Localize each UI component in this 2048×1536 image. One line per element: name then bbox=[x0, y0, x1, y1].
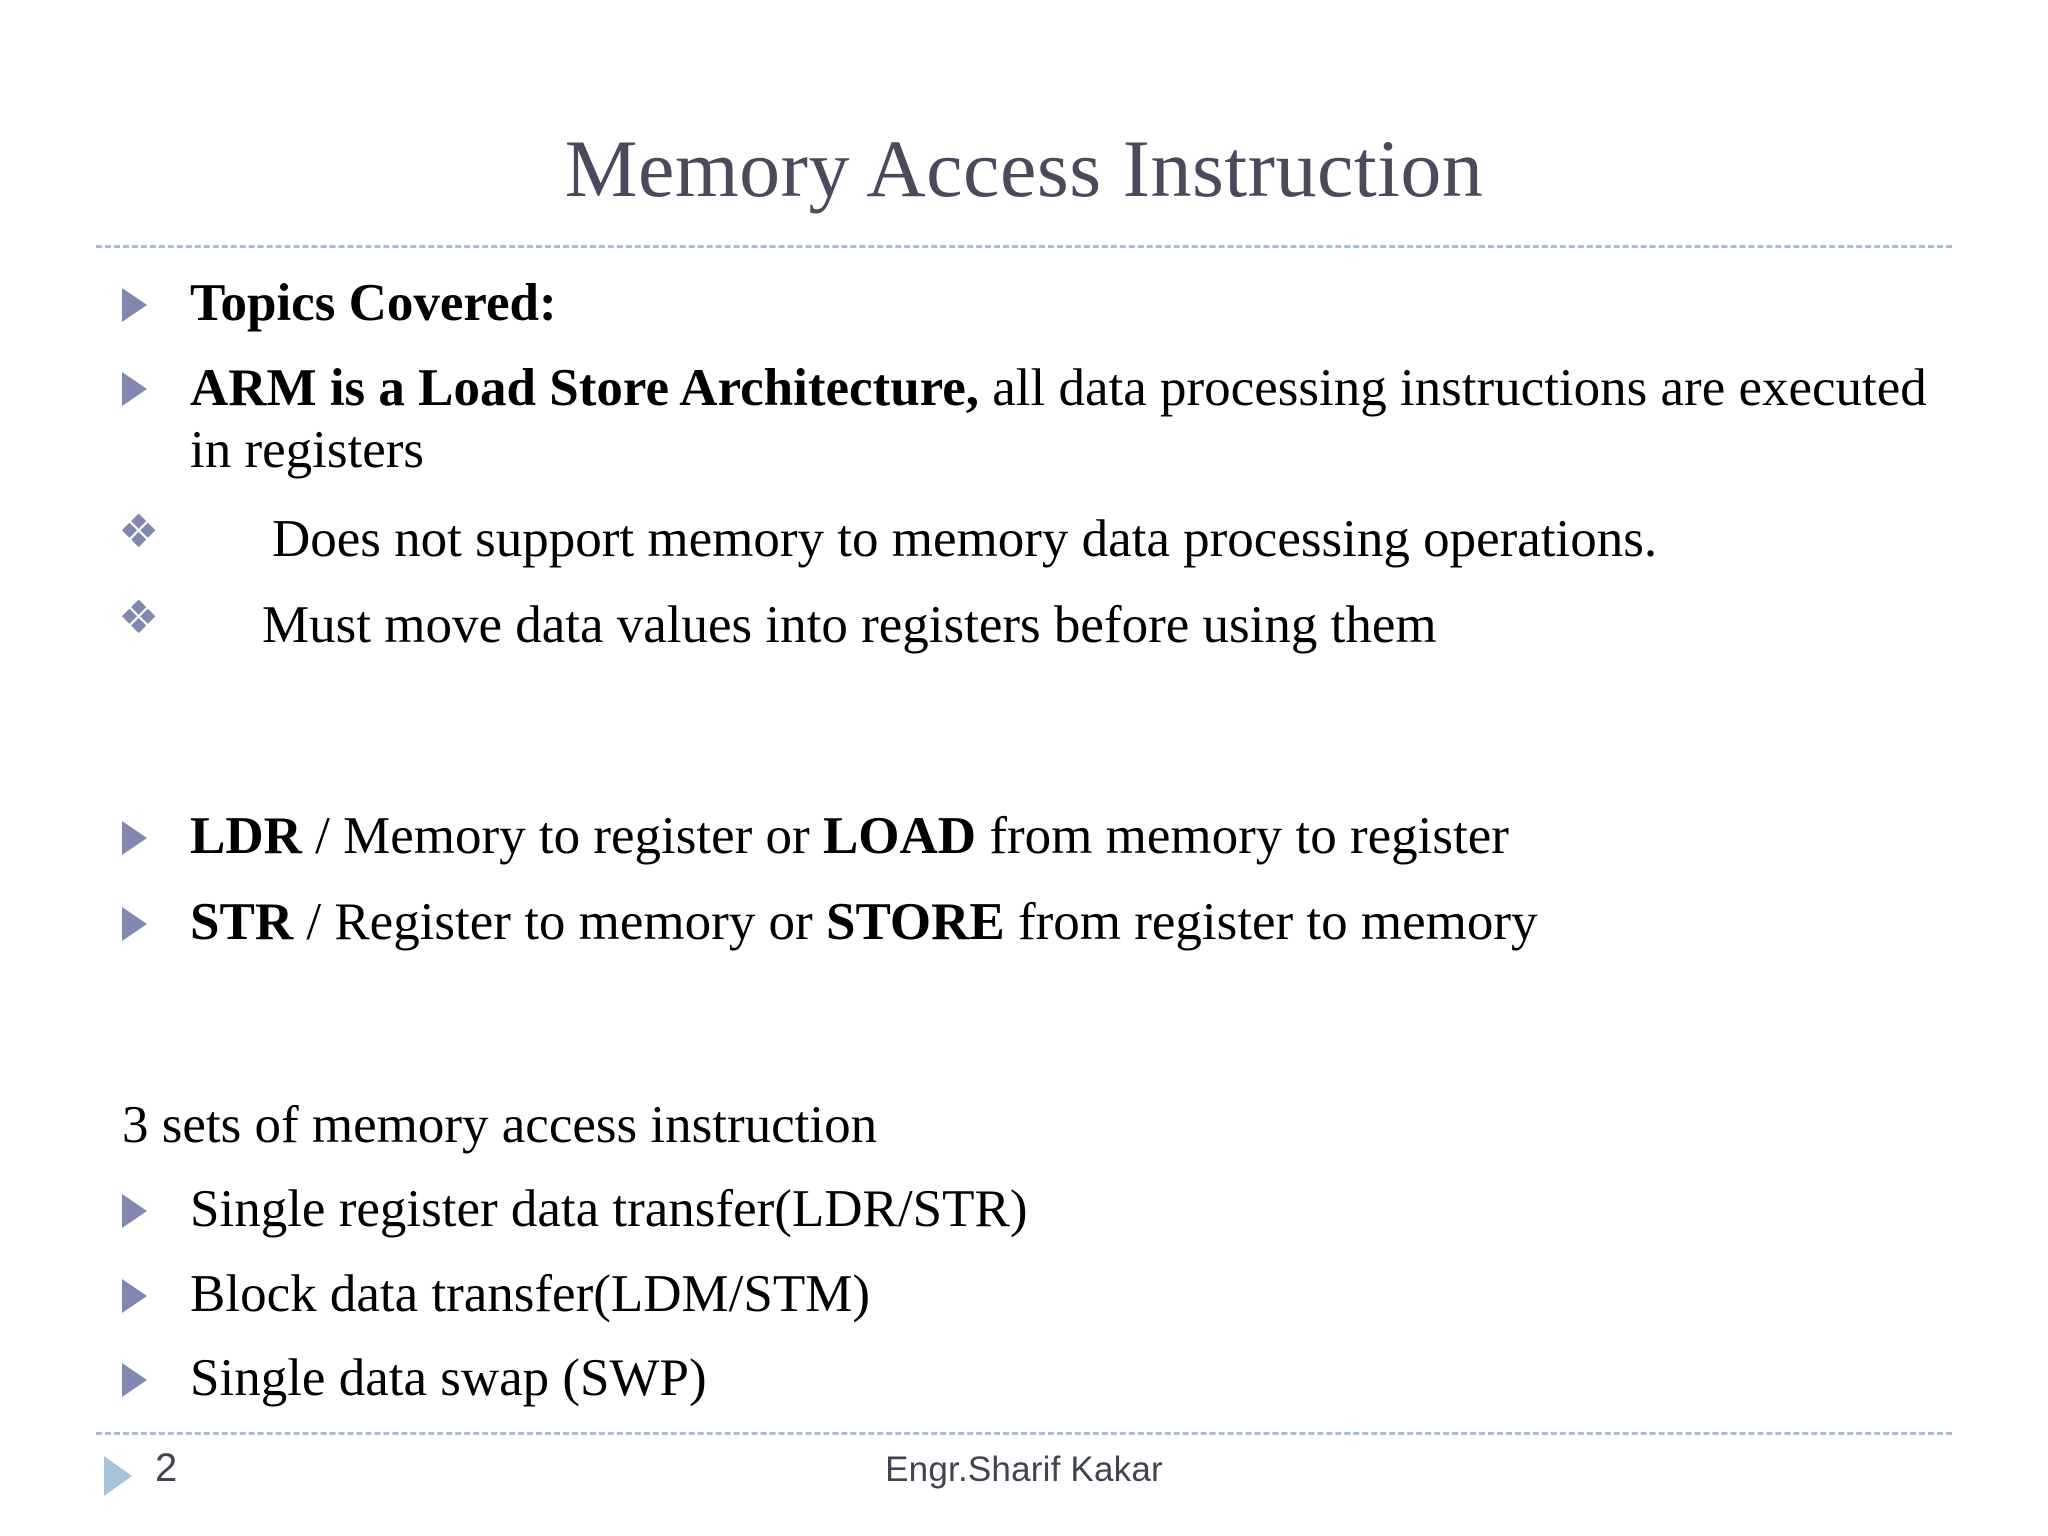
bullet-arm-bold-label: ARM is a Load Store Architecture, bbox=[190, 358, 980, 417]
bullet-ldr-mnemonic: LDR bbox=[190, 806, 302, 865]
sub-bullet-does-not-support-label: Does not support memory to memory data p… bbox=[272, 509, 1658, 568]
triangle-bullet-icon bbox=[122, 820, 147, 855]
page-number: 2 bbox=[155, 1446, 178, 1490]
triangle-bullet-icon bbox=[122, 372, 147, 407]
bullet-str-tail-label: from register to memory bbox=[1004, 893, 1538, 952]
bullet-topics-covered: Topics Covered: bbox=[0, 272, 2048, 335]
bullet-str-mnemonic: STR bbox=[190, 893, 294, 952]
footer-divider bbox=[96, 1432, 1952, 1435]
sub-bullet-must-move: ❖ Must move data values into registers b… bbox=[0, 590, 2048, 657]
triangle-bullet-icon bbox=[122, 1278, 147, 1313]
triangle-bullet-icon bbox=[122, 1363, 147, 1398]
footer-triangle-icon bbox=[104, 1456, 132, 1496]
sub-bullet-must-move-label: Must move data values into registers bef… bbox=[262, 596, 1437, 655]
list-item-label: Single data swap (SWP) bbox=[190, 1349, 707, 1408]
list-item: Single data swap (SWP) bbox=[0, 1347, 2048, 1410]
sub-bullet-does-not-support: ❖ Does not support memory to memory data… bbox=[0, 504, 2048, 571]
list-item-label: Block data transfer(LDM/STM) bbox=[190, 1264, 870, 1323]
bullet-ldr: LDR / Memory to register or LOAD from me… bbox=[0, 805, 2048, 868]
bullet-ldr-tail-label: from memory to register bbox=[976, 806, 1509, 865]
list-item-label: Single register data transfer(LDR/STR) bbox=[190, 1180, 1028, 1239]
footer-author: Engr.Sharif Kakar bbox=[885, 1450, 1163, 1489]
bullet-arm-load-store: ARM is a Load Store Architecture, all da… bbox=[0, 357, 2048, 482]
heading-three-sets-label: 3 sets of memory access instruction bbox=[122, 1095, 878, 1154]
bullet-str-store-label: STORE bbox=[825, 893, 1005, 952]
triangle-bullet-icon bbox=[122, 1194, 147, 1229]
diamond-bullet-icon: ❖ bbox=[118, 590, 160, 645]
slide-body: Topics Covered: ARM is a Load Store Arch… bbox=[0, 272, 2048, 1410]
title-divider bbox=[96, 245, 1952, 248]
bullet-str: STR / Register to memory or STORE from r… bbox=[0, 891, 2048, 954]
list-item: Single register data transfer(LDR/STR) bbox=[0, 1178, 2048, 1241]
bullet-topics-covered-label: Topics Covered: bbox=[190, 274, 557, 332]
bullet-str-mid-label: / Register to memory or bbox=[293, 893, 826, 952]
triangle-bullet-icon bbox=[122, 907, 147, 942]
triangle-bullet-icon bbox=[122, 287, 147, 322]
heading-three-sets: 3 sets of memory access instruction bbox=[0, 1094, 2048, 1157]
bullet-ldr-mid-label: / Memory to register or bbox=[301, 806, 823, 865]
bullet-arm-rest-label: all data processing instructions are exe… bbox=[190, 358, 1927, 480]
page-title: Memory Access Instruction bbox=[564, 123, 1484, 214]
bullet-ldr-load-label: LOAD bbox=[822, 806, 977, 865]
list-item: Block data transfer(LDM/STM) bbox=[0, 1263, 2048, 1326]
diamond-bullet-icon: ❖ bbox=[118, 503, 160, 558]
